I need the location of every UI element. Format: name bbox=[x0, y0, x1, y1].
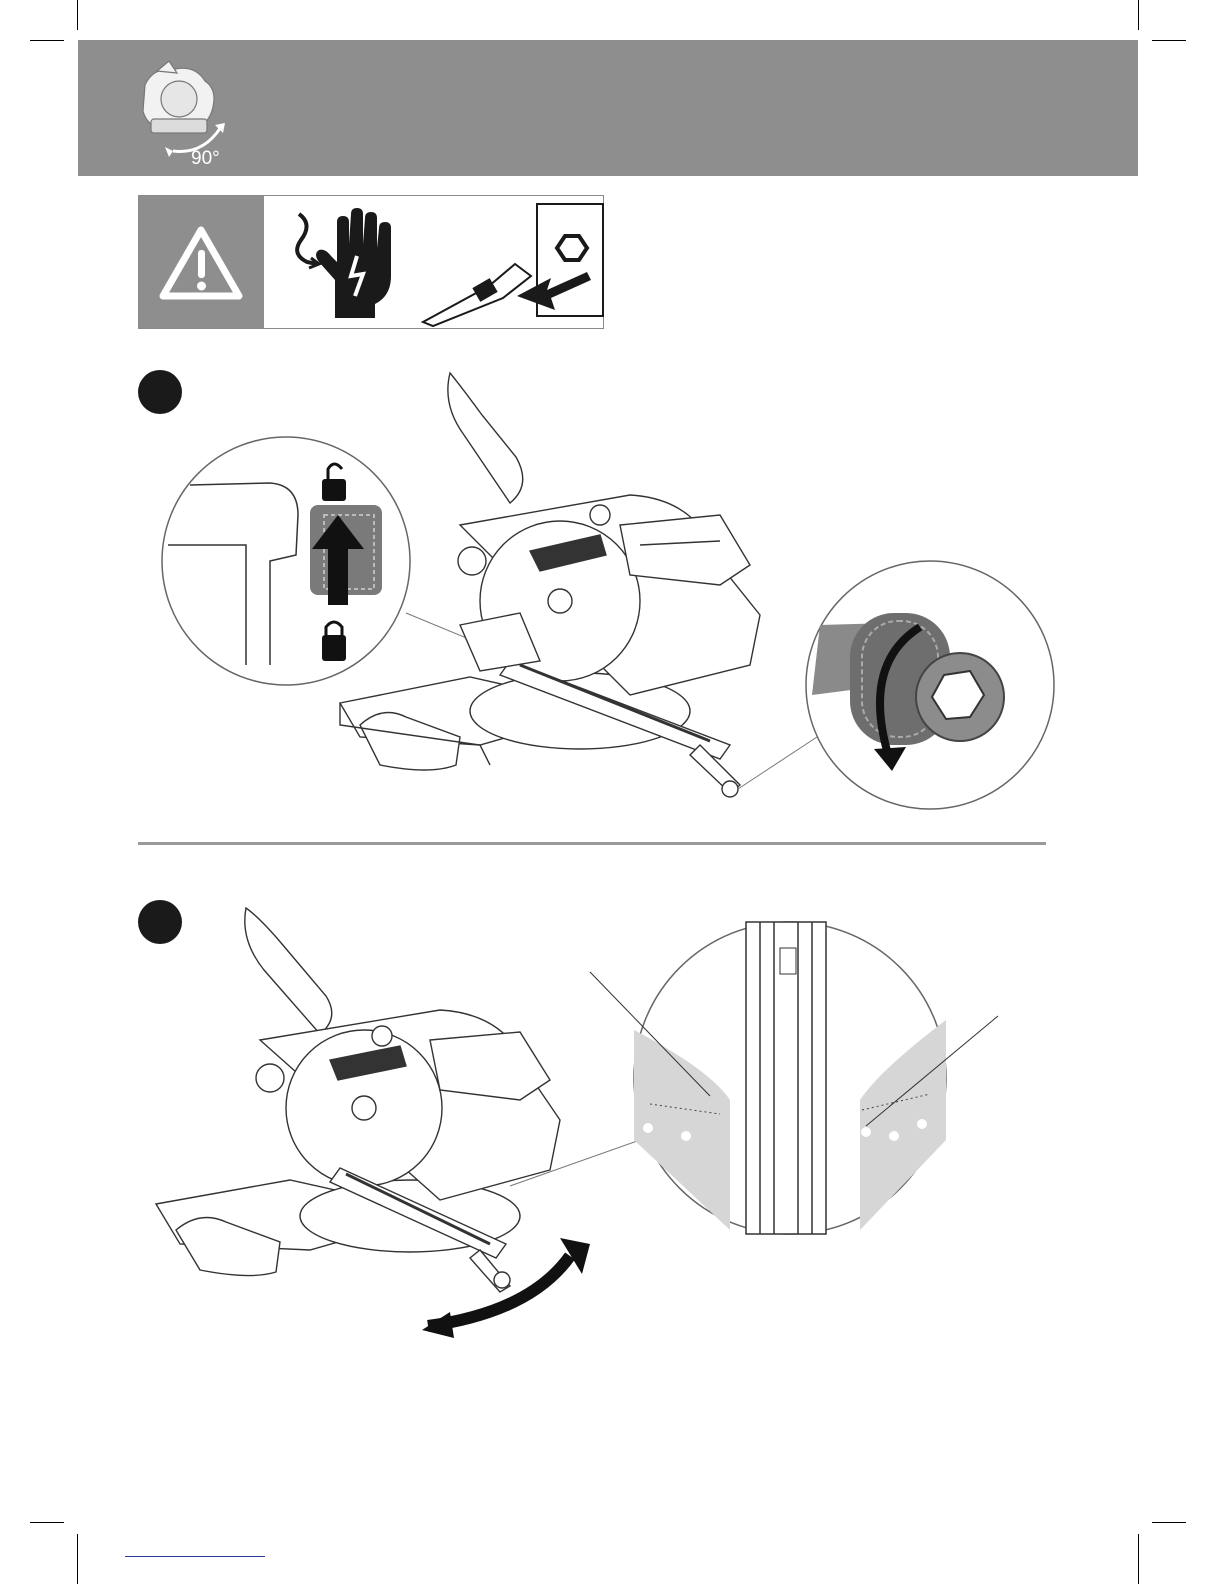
crop-mark bbox=[1138, 1534, 1139, 1584]
section-divider bbox=[138, 842, 1046, 845]
step-1-illustration bbox=[160, 365, 1060, 835]
knob-detail bbox=[806, 561, 1054, 809]
unplug-icon bbox=[419, 200, 609, 330]
crop-mark bbox=[30, 1522, 64, 1523]
crop-mark bbox=[77, 1534, 78, 1584]
header-bar: 90° bbox=[78, 40, 1138, 176]
step-2-illustration bbox=[150, 900, 1050, 1340]
crop-mark bbox=[30, 40, 64, 41]
lock-lever-detail bbox=[162, 437, 420, 685]
warning-triangle-icon bbox=[139, 196, 264, 330]
electric-shock-hand-icon bbox=[279, 200, 399, 330]
angle-label: 90° bbox=[191, 148, 220, 170]
footer-link[interactable] bbox=[125, 1556, 265, 1557]
miter-saw-drawing-2 bbox=[156, 908, 560, 1292]
miter-scale-detail bbox=[634, 922, 946, 1234]
warning-box bbox=[138, 195, 604, 329]
crop-mark bbox=[1152, 1522, 1186, 1523]
warning-panel bbox=[139, 196, 264, 328]
crop-mark bbox=[1138, 0, 1139, 30]
crop-mark bbox=[1152, 40, 1186, 41]
rotate-arrow-head-left bbox=[422, 1312, 454, 1338]
crop-mark bbox=[77, 0, 78, 30]
